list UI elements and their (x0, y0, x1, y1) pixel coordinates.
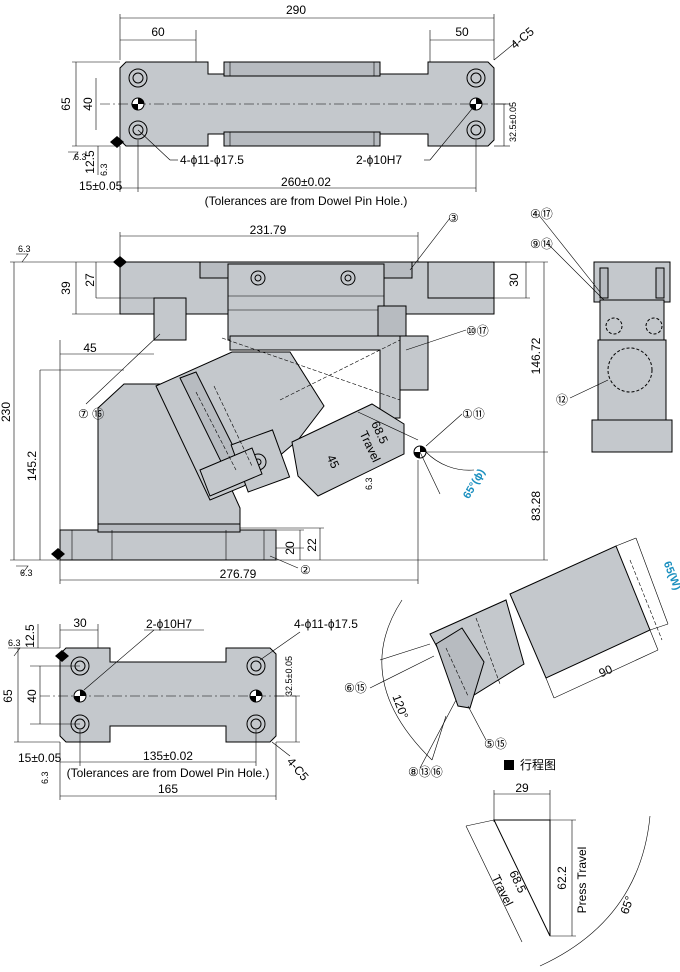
balloon-3: ③ (448, 211, 459, 225)
front-roughness-2: 6.3 (20, 568, 33, 578)
bottom-roughness-1: 6.3 (8, 638, 21, 648)
front-dim-30: 30 (507, 273, 521, 287)
bolt-holes-label: 4-ϕ11-ϕ17.5 (180, 153, 244, 167)
bottom-plate-view: 30 2-ϕ10H7 4-ϕ11-ϕ17.5 65 12.5 40 6.3 32… (1, 616, 358, 800)
bottom-edge-offset: 15±0.05 (18, 751, 62, 765)
width-label: 65(W) (661, 560, 680, 593)
side-view: ④⑰ ⑨⑭ ⑫ (530, 207, 673, 453)
front-dim-45: 45 (83, 341, 97, 355)
edge-hole-dim: 12.5 (83, 150, 97, 174)
front-dim-146: 146.72 (529, 337, 543, 374)
hole-span-dim: 260±0.02 (281, 175, 331, 189)
bottom-dim-30: 30 (73, 616, 87, 630)
bottom-overall-width: 165 (158, 782, 178, 796)
right-hole-offset-dim: 32.5±0.05 (508, 102, 518, 142)
bottom-height-dim: 65 (1, 689, 15, 703)
stroke-angle: 65° (617, 894, 636, 916)
front-angle: 65°(ϕ) (461, 467, 488, 501)
top-roughness-2: 6.3 (99, 163, 109, 176)
bottom-offset-32-5: 32.5±0.05 (284, 656, 294, 696)
bottom-chamfer: 4-C5 (284, 755, 312, 784)
balloon-5-15: ⑤⑮ (484, 737, 507, 751)
top-plate-view: 290 60 50 4-C5 65 40 (59, 3, 537, 208)
base-width-dim: 276.79 (220, 567, 257, 581)
front-roughness-1: 6.3 (18, 244, 31, 254)
stroke-title: 行程图 (520, 757, 556, 772)
plate-height-dim: 65 (59, 97, 73, 111)
tolerance-note-top: (Tolerances are from Dowel Pin Hole.) (205, 194, 408, 208)
right-offset-dim: 50 (455, 25, 469, 39)
bottom-roughness-2: 6.3 (40, 771, 50, 784)
balloon-8-13-16: ⑧⑬⑯ (408, 765, 443, 779)
base-dim-22: 22 (305, 538, 319, 552)
front-dim-27: 27 (83, 273, 97, 287)
front-height-dim: 230 (0, 402, 13, 422)
balloon-7-16: ⑦ ⑯ (78, 407, 104, 421)
bottom-bolt-label: 4-ϕ11-ϕ17.5 (294, 617, 358, 631)
front-dim-145: 145.2 (25, 451, 39, 481)
front-balloons: ③ ⑩⑰ ①⑪ ⑦ ⑯ ② (78, 211, 489, 577)
front-roughness-3: 6.3 (364, 477, 374, 490)
chamfer-label: 4-C5 (508, 24, 537, 52)
balloon-1-11: ①⑪ (462, 407, 485, 421)
bottom-dim-12-5: 12.5 (23, 624, 37, 648)
stroke-top-width: 29 (515, 781, 529, 795)
front-dim-45b: 45 (324, 453, 342, 471)
angled-view: 65(W) 90 120° ⑥⑮ ⑤⑮ ⑧⑬⑯ (344, 537, 680, 779)
balloon-6-15: ⑥⑮ (344, 681, 367, 695)
balloon-9-14: ⑨⑭ (530, 237, 553, 251)
bottom-hole-span: 135±0.02 (143, 749, 193, 763)
balloon-2: ② (300, 563, 311, 577)
balloon-12: ⑫ (556, 393, 568, 407)
left-offset-dim: 60 (151, 25, 165, 39)
front-top-width-dim: 231.79 (250, 223, 287, 237)
balloon-10-17: ⑩⑰ (466, 324, 489, 338)
bottom-dowel-label: 2-ϕ10H7 (146, 617, 192, 631)
stroke-press-travel: 62.2 (555, 866, 569, 890)
stroke-diagram: 行程图 29 68.5 Travel 62.2 Press Travel 65° (465, 757, 651, 967)
stroke-press-label: Press Travel (575, 847, 589, 914)
dowel-holes-label: 2-ϕ10H7 (356, 153, 402, 167)
edge-offset-dim: 15±0.05 (79, 179, 123, 193)
bottom-hole-pitch: 40 (25, 689, 39, 703)
top-roughness-1: 6.3 (74, 152, 87, 162)
front-view: 231.79 (0, 223, 548, 584)
base-dim-20: 20 (283, 541, 297, 555)
balloon-4-17: ④⑰ (530, 207, 553, 221)
tolerance-note-bottom: (Tolerances are from Dowel Pin Hole.) (67, 766, 270, 780)
front-dim-83: 83.28 (529, 491, 543, 521)
front-dim-39: 39 (59, 281, 73, 295)
angle-120: 120° (389, 693, 411, 721)
top-width-dim: 290 (286, 3, 306, 17)
hole-pitch-dim: 40 (81, 97, 95, 111)
dim-90: 90 (597, 662, 615, 680)
